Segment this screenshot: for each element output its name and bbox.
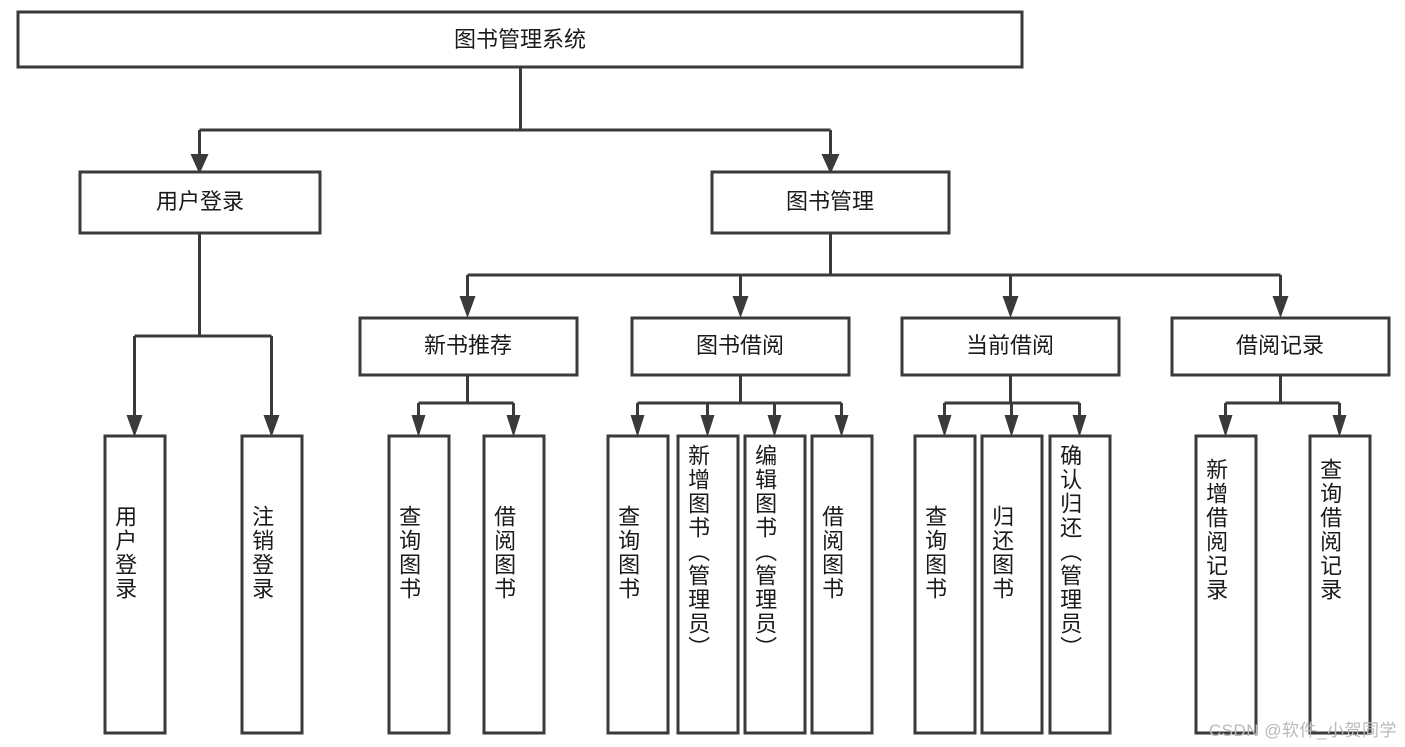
node-user-login-box[interactable] [78, 170, 322, 235]
arrow-head-nbr-leaf-1 [411, 415, 426, 437]
arrow-head-book-borrow [732, 296, 749, 318]
leaf-boxes-borrow-record [1194, 434, 1372, 735]
node-root-box[interactable] [16, 10, 1024, 69]
node-root-label: 图书管理系统 [454, 27, 586, 52]
arrow-head-book-manage [821, 154, 840, 174]
leaf-box-nbr-query-book[interactable] [387, 434, 451, 735]
arrow-head-bb-leaf-1 [630, 415, 645, 437]
node-new-book-recommend-box[interactable] [358, 316, 579, 377]
arrow-head-bb-leaf-4 [834, 415, 849, 437]
arrow-head-bb-leaf-3 [767, 415, 782, 437]
leaf-boxes-current-borrow [913, 434, 1112, 735]
arrow-head-nbr-leaf-2 [506, 415, 521, 437]
connector-group-root [190, 67, 840, 174]
arrow-head-current-borrow [1002, 296, 1019, 318]
connector-group-book-manage [459, 233, 1289, 318]
arrow-head-user-login [190, 154, 209, 174]
node-book-borrow-box[interactable] [630, 316, 851, 377]
leaf-box-user-login[interactable] [103, 434, 167, 735]
arrow-head-br-leaf-2 [1332, 415, 1347, 437]
leaf-box-cb-return-book[interactable] [980, 434, 1044, 735]
arrow-head-borrow-record [1272, 296, 1289, 318]
leaf-box-br-add-record[interactable] [1194, 434, 1258, 735]
node-user-login-label: 用户登录 [156, 189, 244, 214]
leaf-box-cb-query-book[interactable] [913, 434, 977, 735]
node-borrow-record-box[interactable] [1170, 316, 1391, 377]
connector-group-borrow-record [1218, 375, 1347, 437]
arrow-head-leaf-logout [263, 415, 280, 437]
leaf-box-bb-edit-book[interactable] [743, 434, 807, 735]
arrow-head-bb-leaf-2 [700, 415, 715, 437]
csdn-watermark: CSDN @软件_小贺同学 [1208, 721, 1397, 740]
leaf-box-cb-confirm-return[interactable] [1048, 434, 1112, 735]
node-book-manage-label: 图书管理 [786, 189, 874, 214]
leaf-boxes-user-login [103, 434, 304, 735]
arrow-head-cb-leaf-2 [1004, 415, 1019, 437]
arrow-head-cb-leaf-3 [1072, 415, 1087, 437]
leaf-box-br-query-record[interactable] [1308, 434, 1372, 735]
connector-group-current-borrow [937, 375, 1087, 437]
leaf-box-nbr-borrow-book[interactable] [482, 434, 546, 735]
leaf-boxes-new-book-recommend [387, 434, 546, 735]
arrow-head-cb-leaf-1 [937, 415, 952, 437]
arrow-head-leaf-user-login [126, 415, 143, 437]
connector-group-book-borrow [630, 375, 849, 437]
connector-group-user-login [126, 233, 280, 437]
node-book-borrow-label: 图书借阅 [696, 333, 784, 358]
node-book-manage-box[interactable] [710, 170, 951, 235]
node-borrow-record-label: 借阅记录 [1236, 333, 1324, 358]
node-current-borrow-box[interactable] [900, 316, 1121, 377]
arrow-head-new-book-recommend [459, 296, 476, 318]
leaf-box-bb-borrow-book[interactable] [810, 434, 874, 735]
leaf-box-logout[interactable] [240, 434, 304, 735]
leaf-box-bb-add-book[interactable] [676, 434, 740, 735]
connector-group-new-book-recommend [411, 375, 521, 437]
leaf-boxes-book-borrow [606, 434, 874, 735]
leaf-box-bb-query-book[interactable] [606, 434, 670, 735]
node-new-book-recommend-label: 新书推荐 [424, 333, 512, 358]
arrow-head-br-leaf-1 [1218, 415, 1233, 437]
node-current-borrow-label: 当前借阅 [966, 333, 1054, 358]
